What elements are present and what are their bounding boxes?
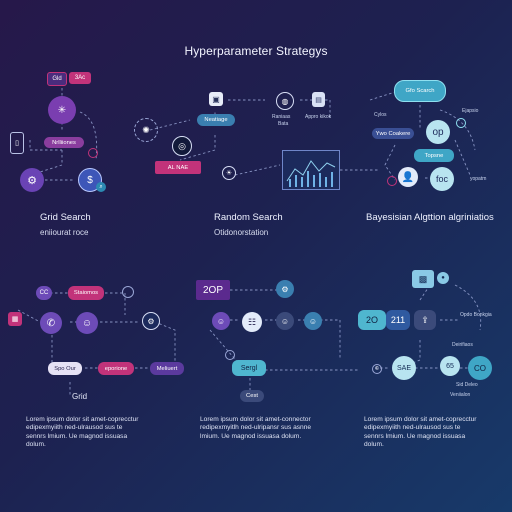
network-graph-icon: ✺ [134, 118, 158, 142]
ejapsio-label: Ejapsio [462, 108, 479, 114]
group-icon: ☷ [242, 312, 262, 332]
upload-icon: ⇪ [414, 310, 436, 330]
lorem-col1: Lorem ipsum dolor sit amet-coprecctur ed… [26, 416, 139, 449]
cylos-label: Cylos [374, 112, 387, 118]
node-dot [122, 286, 134, 298]
stats-icon: ▩ [412, 270, 434, 288]
sun-icon: ☀ [222, 166, 236, 180]
person-icon: ☺ [76, 312, 98, 334]
user-node-icon: ☺ [276, 312, 294, 330]
211-badge: 211 [386, 310, 410, 330]
user-icon: 👤 [398, 167, 418, 187]
raniaas-label: Raniaas [272, 114, 291, 120]
spo-our-node: Spo Our [48, 362, 82, 375]
deirifiaos-label: Deirifiaos [452, 342, 473, 348]
sid-deleo-label: Sid Deleo [456, 382, 478, 388]
grid-search-heading: Grid Search [40, 212, 91, 223]
settings-gear-icon: ⚙ [276, 280, 294, 298]
2o-badge: 2O [358, 310, 386, 330]
op-circle: op [426, 120, 450, 144]
sae-circle: SAE [392, 356, 416, 380]
phone-call-icon: ✆ [40, 312, 62, 334]
person-node-icon: ☺ [212, 312, 230, 330]
refresh-icon [456, 118, 466, 128]
cest-node: Cest [240, 390, 264, 402]
profile-icon: ☺ [304, 312, 322, 330]
yopatm-label: yopatm [470, 176, 487, 182]
alnae-node: AL NAE [155, 161, 201, 174]
nrlliiones-node: Nrlliiones [44, 137, 84, 148]
lorem-col3: Lorem ipsum dolor sit amet-coprecctur ed… [364, 416, 477, 449]
eporione-node: eporione [98, 362, 134, 375]
gear-icon: ⚙ [20, 168, 44, 192]
cloud-node: Gfo Scarch [394, 80, 446, 102]
sergl-node: Sergl [232, 360, 266, 376]
building-icon: ▦ [8, 312, 22, 326]
2op-badge: 2OP [196, 280, 230, 300]
ywo-coakere-node: Ywo Coakere [372, 128, 414, 139]
image-icon: ▣ [209, 92, 223, 106]
grid-tag: Gld [47, 72, 67, 86]
bata-label: Bata [278, 121, 289, 127]
staiomos-node: Staiomos [68, 286, 104, 300]
chat-icon: ● [437, 272, 449, 284]
network-icon: ✳ [48, 96, 76, 124]
topsne-node: Topsne [414, 149, 454, 162]
globe-icon: ◍ [276, 92, 294, 110]
tag-3ac: 3Ac [69, 72, 91, 84]
opdo-label: Opdo Bonkgia [460, 312, 492, 318]
target-icon: ◎ [172, 136, 192, 156]
document-icon: ▤ [312, 92, 325, 107]
bayesian-heading: Bayesisian Algttion algriniatios [366, 212, 494, 223]
random-search-heading: Random Search [214, 212, 283, 223]
search-icon: ⌕ [96, 182, 106, 192]
random-search-sub: Otidonorstation [214, 228, 269, 237]
meliuert-node: Meliuert [150, 362, 184, 375]
neatiage-node: Neatiage [197, 114, 235, 126]
small-ring-icon [387, 176, 397, 186]
node-dot-2 [225, 350, 235, 360]
veniialon-label: Veniialon [450, 392, 471, 398]
grid-label: Grid [72, 392, 88, 401]
cc-node: CC [36, 286, 52, 300]
diagram-title: Hyperparameter Strategys [184, 44, 328, 58]
appro-label: Appro kikok [305, 114, 332, 120]
foc-circle: foc [430, 167, 454, 191]
chart-panel [282, 150, 340, 190]
lorem-col2: Lorem ipsum dolor sit amet-connector red… [200, 416, 312, 440]
co-circle: CO [468, 356, 492, 380]
settings-icon: ⚙ [142, 312, 160, 330]
grid-search-sub: eniiourat roce [40, 228, 89, 237]
65-circle: 65 [440, 356, 460, 376]
small-circle-icon [88, 148, 98, 158]
copyright-icon: © [372, 364, 382, 374]
phone-icon: ▯ [10, 132, 24, 154]
